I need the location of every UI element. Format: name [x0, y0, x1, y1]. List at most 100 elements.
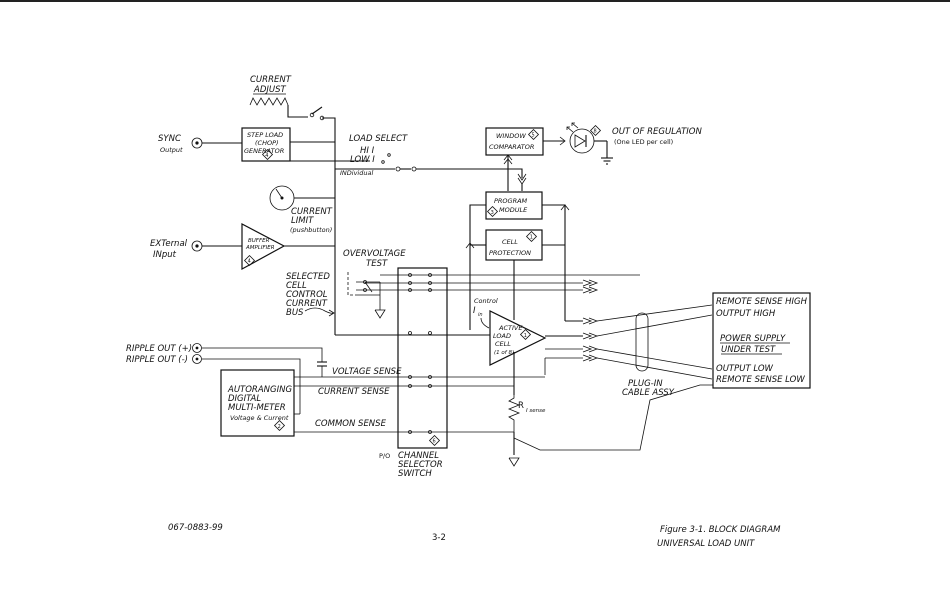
- svg-text:3: 3: [491, 210, 494, 216]
- dmm-label-4: Voltage & Current: [230, 414, 289, 422]
- control-label-3: in: [478, 312, 483, 318]
- current-limit-label-2: LIMIT: [291, 216, 314, 226]
- current-adjust-potentiometer-icon: [249, 97, 289, 106]
- ripple-neg-jack-icon: [192, 354, 202, 364]
- remote-sense-high-label: REMOTE SENSE HIGH: [716, 297, 808, 307]
- r-sense-ground-icon: [508, 457, 520, 467]
- svg-text:2: 2: [278, 424, 281, 430]
- svg-text:4: 4: [265, 153, 268, 159]
- window-comp-label-1: WINDOW: [496, 132, 526, 140]
- step-load-label-2: (CHOP): [255, 139, 279, 147]
- selected-cell-label-1: SELECTED: [286, 272, 330, 282]
- active-label-2: LOAD: [493, 332, 511, 340]
- selected-cell-label-2: CELL: [286, 281, 307, 291]
- current-adjust-label-2: ADJUST: [253, 85, 286, 95]
- figure-caption-2: UNIVERSAL LOAD UNIT: [657, 539, 755, 549]
- active-label-4: (1 of 8): [494, 350, 514, 356]
- current-limit-label-1: CURRENT: [291, 207, 333, 217]
- step-load-badge-icon: 4: [261, 148, 274, 161]
- cell-prot-label-1: CELL: [502, 238, 518, 246]
- step-load-label-1: STEP LOAD: [247, 131, 283, 139]
- svg-text:4: 4: [248, 259, 251, 265]
- output-low-label: OUTPUT LOW: [716, 364, 774, 374]
- plugin-label-2: CABLE ASSY: [622, 388, 675, 398]
- r-sense-resistor-icon: [507, 395, 521, 432]
- cell-prot-badge-icon: 1: [525, 230, 538, 243]
- cell-protection-block: [485, 229, 543, 261]
- selected-cell-label-3: CONTROL: [286, 290, 328, 300]
- psut-label-1: POWER SUPPLY: [720, 334, 786, 344]
- doc-number: 067-0883-99: [168, 523, 223, 533]
- program-module-label-2: MODULE: [499, 206, 528, 214]
- dmm-label-3: MULTI-METER: [228, 403, 286, 413]
- dmm-label-2: DIGITAL: [228, 394, 261, 404]
- buffer-badge-icon: 4: [243, 254, 256, 267]
- page-number: 3-2: [432, 533, 446, 543]
- current-adjust-label-1: CURRENT: [250, 75, 292, 85]
- out-of-regulation-label: OUT OF REGULATION: [612, 127, 702, 137]
- voltage-sense-label: VOLTAGE SENSE: [332, 367, 402, 377]
- svg-text:6: 6: [433, 439, 436, 445]
- active-load-cell-block: [489, 310, 547, 366]
- program-module-block: [485, 191, 543, 220]
- svg-text:1: 1: [530, 235, 533, 241]
- output-high-label: OUTPUT HIGH: [716, 309, 776, 319]
- current-sense-label: CURRENT SENSE: [318, 387, 390, 397]
- program-module-badge-icon: 3: [486, 205, 499, 218]
- channel-label-1: CHANNEL: [398, 451, 439, 461]
- r-sense-label-2: I sense: [526, 408, 546, 414]
- overvoltage-ground-icon: [374, 309, 386, 319]
- dmm-badge-icon: 2: [273, 419, 286, 432]
- control-label-2: I: [473, 306, 476, 316]
- current-limit-label-3: (pushbutton): [290, 226, 332, 234]
- load-select-low-label: LOW I: [350, 155, 375, 165]
- buffer-label-1: BUFFER: [248, 238, 270, 244]
- svg-text:1: 1: [524, 333, 527, 339]
- step-load-label-3: GENERATOR: [244, 147, 284, 155]
- psut-label-2: UNDER TEST: [721, 345, 776, 355]
- channel-badge-icon: 6: [428, 434, 441, 447]
- individual-label: INDividual: [340, 169, 373, 177]
- selected-cell-label-5: BUS: [286, 308, 304, 318]
- figure-caption-1: Figure 3-1. BLOCK DIAGRAM: [660, 525, 781, 535]
- po-label: P/O: [379, 452, 390, 460]
- sync-output-label: Output: [160, 146, 183, 154]
- plugin-cable-assy-icon: [635, 312, 649, 372]
- external-input-label-1: EXTernal: [150, 239, 188, 249]
- buffer-label-2: AMPLIFIER: [245, 245, 275, 251]
- buffer-amplifier-block: [241, 223, 286, 271]
- window-comp-badge-icon: 5: [527, 128, 540, 141]
- window-comp-label-2: COMPARATOR: [489, 143, 534, 151]
- dmm-label-1: AUTORANGING: [227, 385, 292, 395]
- plugin-label-1: PLUG-IN: [628, 379, 663, 389]
- overvoltage-label-2: TEST: [366, 259, 388, 269]
- r-sense-label-1: R: [518, 401, 524, 411]
- step-load-generator-block: [241, 127, 291, 162]
- led-badge-icon: 8: [589, 124, 602, 137]
- channel-label-2: SELECTOR: [398, 460, 443, 470]
- channel-selector-switch-block: [397, 267, 448, 449]
- svg-text:5: 5: [532, 133, 535, 139]
- control-label-1: Control: [474, 297, 498, 305]
- overvoltage-label-1: OVERVOLTAGE: [343, 249, 406, 259]
- load-select-label: LOAD SELECT: [349, 134, 408, 144]
- selected-cell-label-4: CURRENT: [286, 299, 328, 309]
- common-sense-label: COMMON SENSE: [315, 419, 387, 429]
- sync-label: SYNC: [158, 134, 181, 144]
- external-input-label-2: INput: [153, 250, 177, 260]
- power-supply-under-test-block: [712, 292, 811, 389]
- active-label-3: CELL: [495, 340, 511, 348]
- digital-multimeter-block: [220, 369, 295, 437]
- ripple-out-neg-label: RIPPLE OUT (-): [126, 355, 188, 365]
- out-of-regulation-led-icon: [566, 122, 595, 154]
- ripple-out-pos-label: RIPPLE OUT (+): [126, 344, 192, 354]
- channel-label-3: SWITCH: [398, 469, 432, 479]
- load-select-hi-label: HI I: [360, 146, 375, 156]
- active-load-badge-icon: 1: [519, 328, 532, 341]
- remote-sense-low-label: REMOTE SENSE LOW: [716, 375, 805, 385]
- ripple-pos-jack-icon: [192, 343, 202, 353]
- active-label-1: ACTIVE: [498, 324, 523, 332]
- cell-prot-label-2: PROTECTION: [489, 249, 531, 257]
- program-module-label-1: PROGRAM: [494, 197, 528, 205]
